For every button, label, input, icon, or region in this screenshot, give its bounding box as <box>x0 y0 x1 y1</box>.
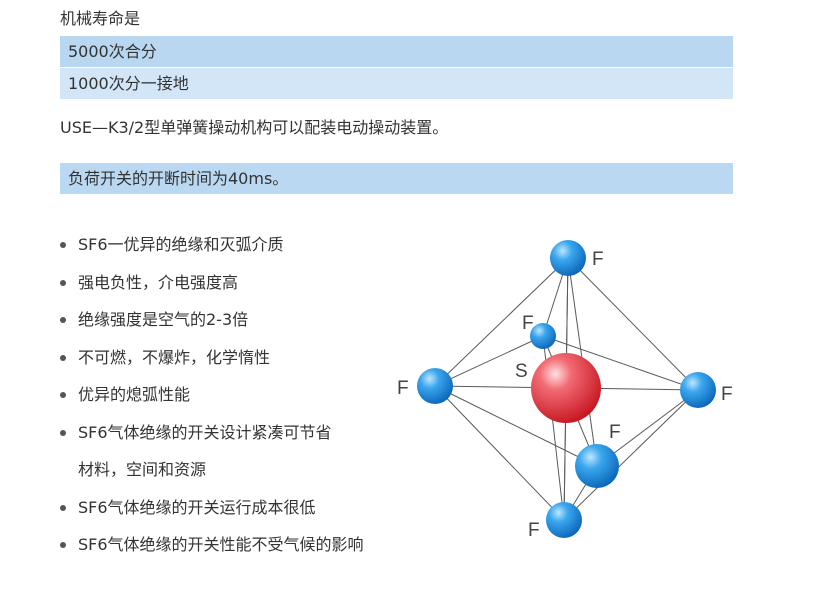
bullet-icon <box>60 504 66 511</box>
list-item-text: SF6气体绝缘的开关运行成本很低 <box>78 497 316 517</box>
sf6-feature-list: SF6一优异的绝缘和灭弧介质 强电负性，介电强度高 绝缘强度是空气的2-3倍 不… <box>60 226 364 564</box>
bullet-icon <box>60 279 66 286</box>
list-item-text: SF6一优异的绝缘和灭弧介质 <box>78 235 284 254</box>
bullet-icon <box>60 429 66 436</box>
bullet-icon <box>60 542 66 548</box>
list-item-continuation: 材料，空间和资源 <box>60 451 364 489</box>
list-item: SF6一优异的绝缘和灭弧介质 <box>60 226 364 264</box>
label-f-bottom: F <box>528 520 540 541</box>
fluorine-atom-bottom <box>546 502 582 538</box>
list-item-text: 强电负性，介电强度高 <box>78 272 239 292</box>
mechanism-description: USE—K3/2型单弹簧操动机构可以配装电动操动装置。 <box>60 118 449 137</box>
life-band-open-ground: 1000次分一接地 <box>60 68 733 99</box>
label-s: S <box>515 361 528 382</box>
label-f-top: F <box>592 249 604 270</box>
list-item: SF6气体绝缘的开关设计紧凑可节省 <box>60 414 364 452</box>
label-f-left: F <box>397 378 409 399</box>
fluorine-atom-back <box>530 323 556 349</box>
label-f-right: F <box>721 384 733 405</box>
label-f-front: F <box>609 422 621 443</box>
mechanical-life-title: 机械寿命是 <box>60 9 141 28</box>
list-item: 绝缘强度是空气的2-3倍 <box>60 301 364 339</box>
fluorine-atom-top <box>550 240 586 276</box>
bullet-icon <box>60 242 66 248</box>
list-item-text: 不可燃，不爆炸，化学惰性 <box>78 347 271 367</box>
label-f-back: F <box>522 313 534 334</box>
list-item: SF6气体绝缘的开关性能不受气候的影响 <box>60 526 364 564</box>
break-time-band: 负荷开关的开断时间为40ms。 <box>60 163 733 194</box>
list-item-text: 材料，空间和资源 <box>78 460 207 479</box>
bullet-icon <box>60 354 66 361</box>
list-item: 优异的熄弧性能 <box>60 376 364 414</box>
life-band-close-open: 5000次合分 <box>60 36 733 67</box>
bullet-icon <box>60 392 66 398</box>
list-item-text: SF6气体绝缘的开关性能不受气候的影响 <box>78 535 364 554</box>
list-item-text: 优异的熄弧性能 <box>78 385 191 404</box>
sf6-molecule-diagram: F F S F F F F <box>397 240 733 541</box>
sulfur-atom <box>531 353 601 423</box>
list-item: 强电负性，介电强度高 <box>60 264 364 302</box>
fluorine-atom-left <box>417 368 453 404</box>
bullet-icon <box>60 317 66 323</box>
fluorine-atom-right <box>680 372 716 408</box>
list-item: 不可燃，不爆炸，化学惰性 <box>60 339 364 377</box>
fluorine-atom-front <box>575 444 619 488</box>
list-item-text: SF6气体绝缘的开关设计紧凑可节省 <box>78 422 332 442</box>
list-item-text: 绝缘强度是空气的2-3倍 <box>78 310 249 329</box>
list-item: SF6气体绝缘的开关运行成本很低 <box>60 489 364 527</box>
